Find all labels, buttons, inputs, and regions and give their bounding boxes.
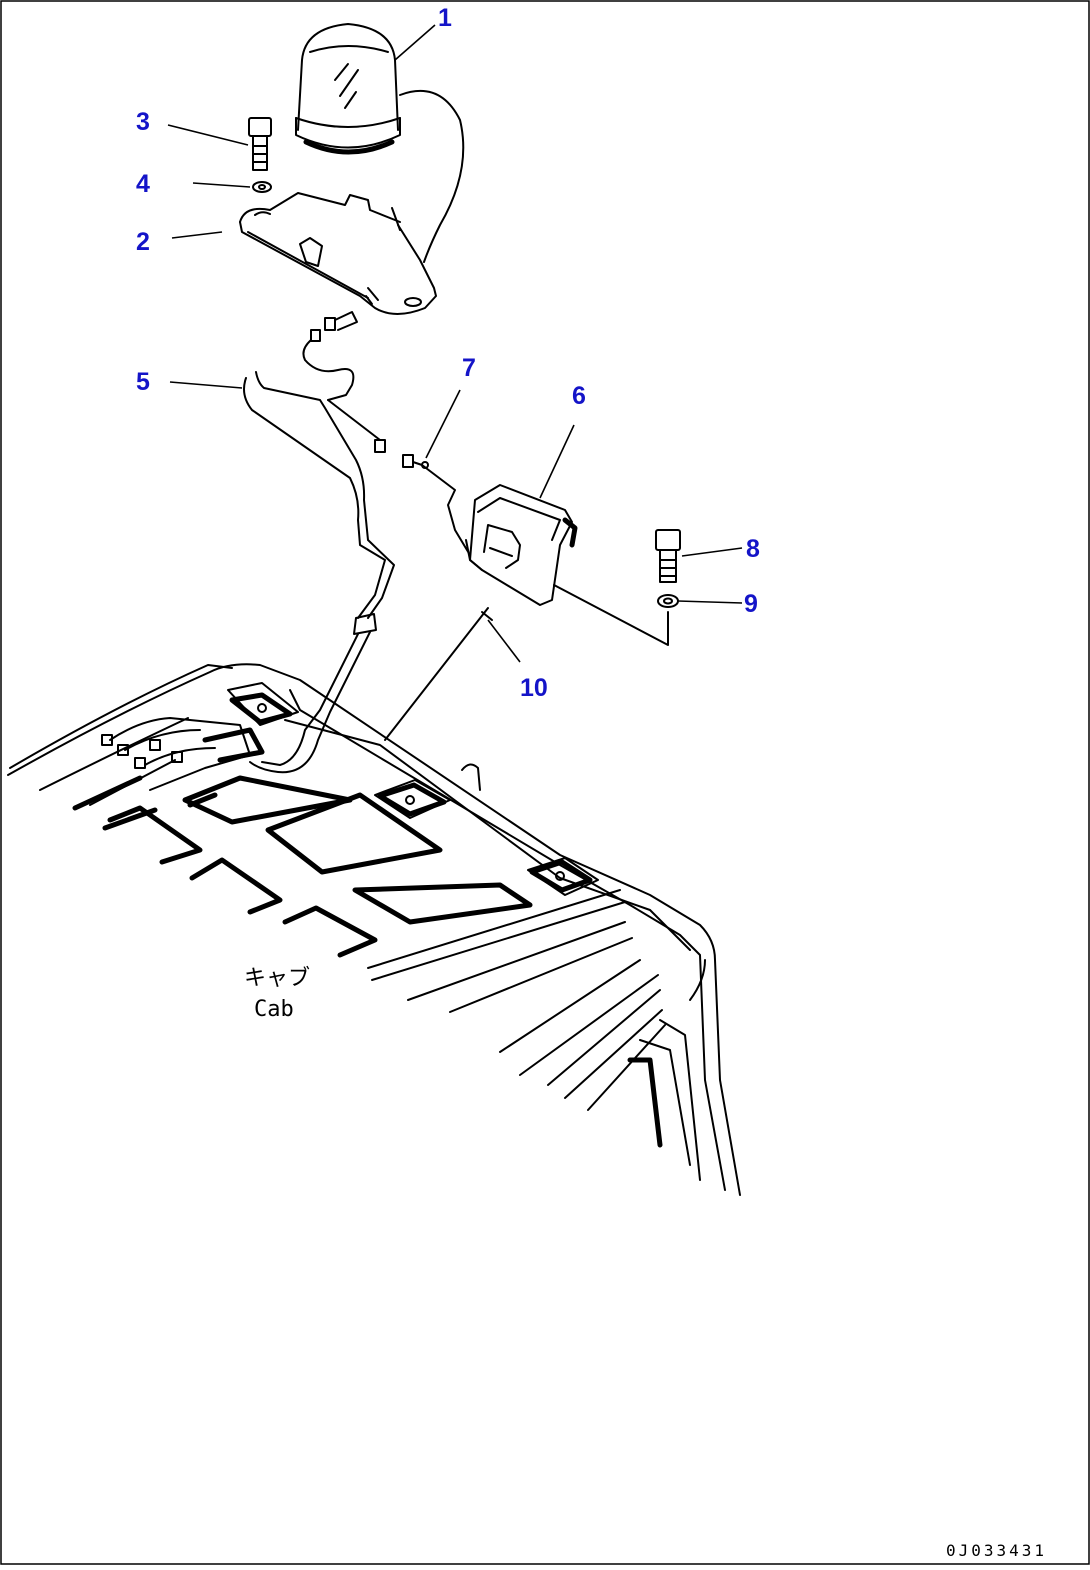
- clip-10: [384, 607, 493, 741]
- bracket: [239, 192, 437, 315]
- callout-10: 10: [520, 674, 548, 702]
- callout-9: 9: [744, 590, 758, 618]
- bolt-8: [655, 529, 681, 583]
- cab-roof: [7, 663, 741, 1196]
- cab-label-jp: キャブ: [244, 966, 310, 991]
- wiring-harness: [243, 311, 395, 774]
- connector-7: [402, 454, 471, 556]
- leader-lines: [167, 24, 743, 663]
- beacon-lamp: [295, 23, 465, 263]
- callout-labels: 1 2 3 4 5 6 7 8 9 10: [136, 4, 760, 702]
- bolt-3: [248, 117, 272, 171]
- callout-1: 1: [438, 4, 452, 32]
- callout-7: 7: [462, 354, 476, 382]
- callout-8: 8: [746, 535, 760, 563]
- cab-label-en: Cab: [254, 997, 294, 1022]
- callout-5: 5: [136, 368, 150, 396]
- callout-4: 4: [136, 170, 150, 198]
- drawing-id: 0J033431: [946, 1541, 1047, 1560]
- callout-6: 6: [572, 382, 586, 410]
- callout-2: 2: [136, 228, 150, 256]
- callout-3: 3: [136, 108, 150, 136]
- relay-box: [465, 484, 669, 646]
- washer-4: [252, 181, 272, 193]
